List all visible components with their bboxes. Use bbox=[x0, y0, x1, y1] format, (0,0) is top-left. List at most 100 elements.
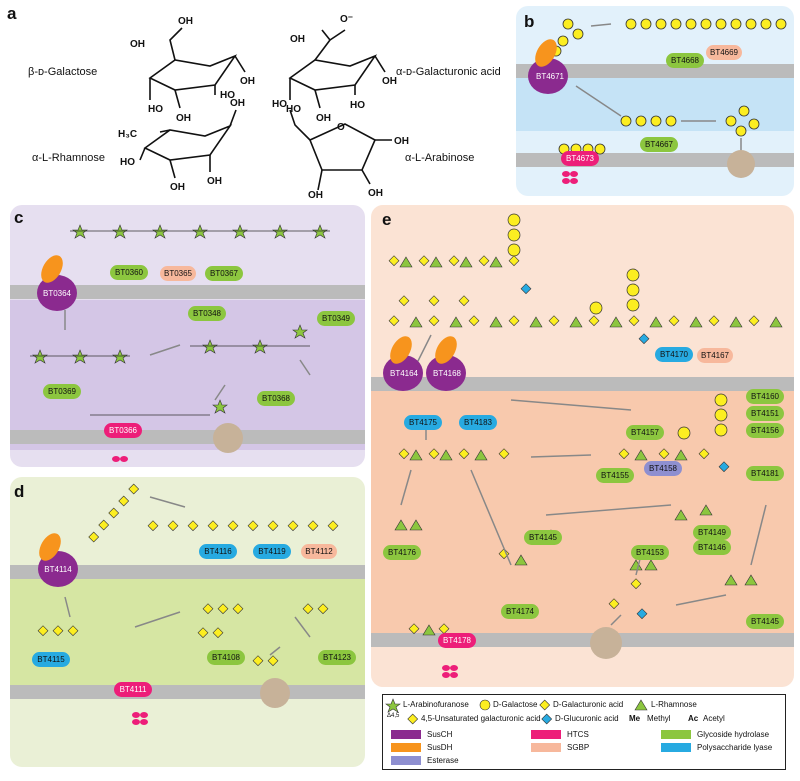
svg-text:O: O bbox=[337, 122, 345, 133]
bt4149-pill: BT4149 bbox=[693, 525, 731, 540]
bt4158-pill: BT4158 bbox=[644, 461, 682, 476]
svg-text:OH: OH bbox=[178, 16, 193, 27]
bt4160-pill: BT4160 bbox=[746, 389, 784, 404]
bt4181-pill: BT4181 bbox=[746, 466, 784, 481]
bt4123-pill: BT4123 bbox=[318, 650, 356, 665]
legend-susc: SusCH bbox=[427, 730, 453, 739]
bt4170-pill: BT4170 bbox=[655, 347, 693, 362]
panel-a-label: a bbox=[7, 4, 17, 23]
svg-text:O⁻: O⁻ bbox=[340, 14, 353, 25]
panel-d-graphics bbox=[10, 483, 365, 725]
bt4153-pill: BT4153 bbox=[631, 545, 669, 560]
bt0367-pill: BT0367 bbox=[205, 266, 243, 281]
bt4114-pill: BT4114 bbox=[44, 565, 72, 574]
legend-methyl: Methyl bbox=[647, 714, 671, 723]
svg-text:OH: OH bbox=[290, 34, 305, 45]
susd-bt4670 bbox=[535, 39, 557, 67]
bt4156-pill: BT4156 bbox=[746, 423, 784, 438]
svg-text:OH: OH bbox=[308, 190, 323, 200]
legend-glycoside-hydrolase: Glycoside hydrolase bbox=[697, 730, 770, 739]
svg-text:OH: OH bbox=[130, 39, 145, 50]
galactose-name: β-ᴅ-Galactose bbox=[28, 66, 98, 78]
bt4151-pill: BT4151 bbox=[746, 406, 784, 421]
svg-text:HO: HO bbox=[148, 104, 163, 115]
bt4673-pill: BT4673 bbox=[561, 151, 599, 166]
legend-htcs: HTCS bbox=[567, 730, 589, 739]
bt4178-pill: BT4178 bbox=[438, 633, 476, 648]
panel-b-graphics bbox=[516, 18, 794, 184]
legend-acetyl: Acetyl bbox=[703, 714, 725, 723]
susd-bt4113 bbox=[39, 533, 61, 561]
galacturonic-acid-name: α-ᴅ-Galacturonic acid bbox=[396, 66, 501, 78]
bt4116-pill: BT4116 bbox=[199, 544, 237, 559]
susc-bt4164 bbox=[383, 355, 423, 391]
arabinose-name: α-L-Arabinose bbox=[405, 152, 475, 164]
porin-c bbox=[213, 423, 243, 453]
rhamnose-name: α-L-Rhamnose bbox=[32, 152, 105, 164]
susc-bt4671 bbox=[528, 58, 568, 94]
bt4115-pill: BT4115 bbox=[32, 652, 70, 667]
bt4112-pill: BT4112 bbox=[301, 544, 337, 559]
bt4671-pill: BT4671 bbox=[535, 72, 565, 81]
bt4164-pill: BT4164 bbox=[389, 369, 419, 378]
bt4175-pill: BT4175 bbox=[404, 415, 442, 430]
bt4668-pill: BT4668 bbox=[666, 53, 704, 68]
susc-bt4168 bbox=[426, 355, 466, 391]
susd-bt4169 bbox=[435, 336, 457, 364]
legend-rhamnose: L-Rhamnose bbox=[651, 700, 697, 709]
bt0349-pill: BT0349 bbox=[317, 311, 355, 326]
svg-text:HO: HO bbox=[272, 99, 287, 110]
legend-ac-abbr: Ac bbox=[688, 714, 699, 723]
legend-arabinofuranose: L-Arabinofuranose bbox=[403, 700, 469, 709]
bt4111-pill: BT4111 bbox=[114, 682, 152, 697]
bt4183-pill: BT4183 bbox=[459, 415, 497, 430]
bt4146-pill: BT4146 bbox=[693, 540, 731, 555]
svg-text:HO: HO bbox=[120, 157, 135, 168]
panel-e-label: e bbox=[382, 210, 392, 229]
susd-bt4165 bbox=[390, 336, 412, 364]
bt0360-pill: BT0360 bbox=[110, 265, 148, 280]
bt4174-pill: BT4174 bbox=[501, 604, 539, 619]
legend-polysaccharide-lyase: Polysaccharide lyase bbox=[697, 743, 773, 752]
svg-text:OH: OH bbox=[382, 76, 397, 87]
panel-e-graphics bbox=[371, 213, 794, 678]
svg-text:OH: OH bbox=[316, 113, 331, 124]
bt4145-pill-2: BT4145 bbox=[746, 614, 784, 629]
porin bbox=[727, 150, 755, 178]
bt4157-pill: BT4157 bbox=[626, 425, 664, 440]
bt0348-pill: BT0348 bbox=[188, 306, 226, 321]
bt4108-pill: BT4108 bbox=[207, 650, 245, 665]
svg-text:OH: OH bbox=[240, 76, 255, 87]
panel-b-label: b bbox=[524, 12, 535, 31]
svg-text:HO: HO bbox=[220, 90, 235, 101]
legend-icons bbox=[385, 698, 691, 765]
legend-unsaturated-galacturonic: 4,5-Unsaturated galacturonic acid bbox=[421, 714, 541, 723]
porin-d bbox=[260, 678, 290, 708]
legend-delta-prefix: Δ4,5 bbox=[387, 713, 400, 719]
panel-d-label: d bbox=[14, 482, 25, 501]
legend: L-Arabinofuranose D-Galactose D-Galactur… bbox=[382, 694, 786, 770]
bt0365-pill: BT0365 bbox=[160, 266, 196, 281]
bt4168-pill: BT4168 bbox=[432, 369, 462, 378]
bt0366-pill: BT0366 bbox=[104, 423, 142, 438]
bt0364-pill: BT0364 bbox=[42, 289, 72, 298]
bt4155-pill: BT4155 bbox=[596, 468, 634, 483]
legend-esterase: Esterase bbox=[427, 756, 459, 765]
legend-susd: SusDH bbox=[427, 743, 453, 752]
porin-e bbox=[590, 627, 622, 659]
svg-text:OH: OH bbox=[170, 182, 185, 193]
bt4669-pill: BT4669 bbox=[706, 45, 742, 60]
bt4145-pill: BT4145 bbox=[524, 530, 562, 545]
svg-text:OH: OH bbox=[207, 176, 222, 187]
bt0369-pill: BT0369 bbox=[43, 384, 81, 399]
legend-me-abbr: Me bbox=[629, 714, 641, 723]
svg-text:OH: OH bbox=[230, 98, 245, 109]
panel-c-graphics bbox=[10, 224, 365, 462]
svg-text:HO: HO bbox=[286, 104, 301, 115]
legend-glucuronic-acid: D-Glucuronic acid bbox=[555, 714, 619, 723]
svg-text:OH: OH bbox=[176, 113, 191, 124]
bt0368-pill: BT0368 bbox=[257, 391, 295, 406]
bt4176-pill: BT4176 bbox=[383, 545, 421, 560]
legend-sgbp: SGBP bbox=[567, 743, 590, 752]
